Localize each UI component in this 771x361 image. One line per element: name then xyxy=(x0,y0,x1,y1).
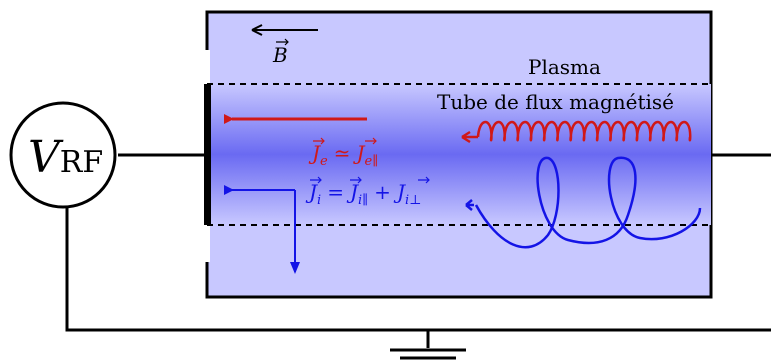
electron-current-label: Je≃Je∥ xyxy=(308,141,378,169)
flux-tube xyxy=(207,84,711,225)
coil-icon xyxy=(476,120,692,142)
ion-current-label: Ji=Ji∥+Ji⊥ xyxy=(305,180,421,208)
circuit-wiring xyxy=(65,153,771,348)
rf-source-label: VRF xyxy=(28,132,103,183)
ground-symbol xyxy=(390,348,466,360)
rf-source xyxy=(9,101,117,209)
plasma-label: Plasma xyxy=(528,55,601,79)
electrode xyxy=(204,84,211,225)
b-field-label: B xyxy=(272,43,288,67)
flux-tube-label: Tube de flux magnétisé xyxy=(437,90,674,114)
helix-icon xyxy=(474,156,702,249)
